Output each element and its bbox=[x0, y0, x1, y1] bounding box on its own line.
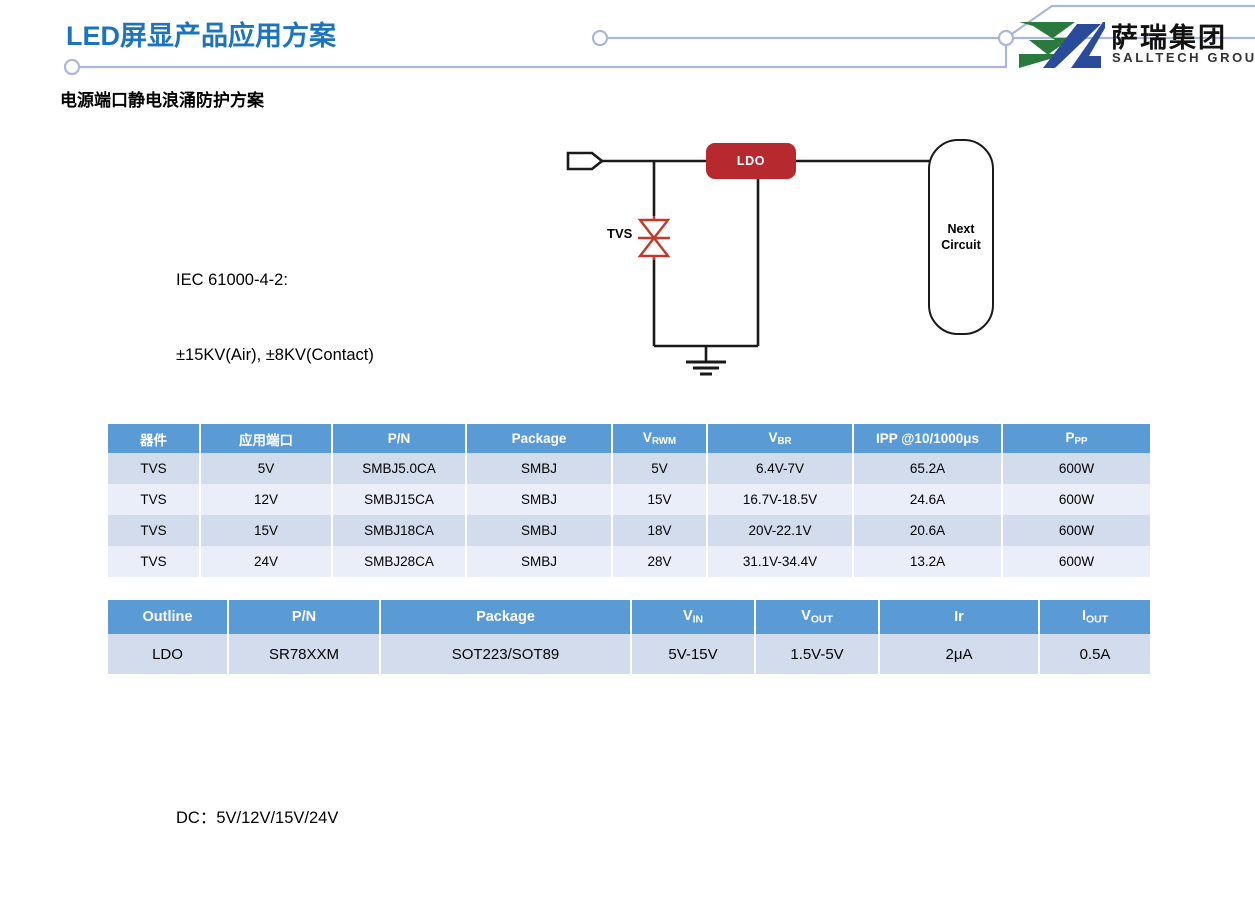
column-header-0: 器件 bbox=[108, 424, 201, 453]
spec-line: IEC 61000-4-2: bbox=[176, 271, 288, 289]
next-circuit-label-line1: Next bbox=[947, 222, 975, 236]
column-header-1: P/N bbox=[228, 600, 381, 634]
logo-name-en: SALLTECH GROUP bbox=[1112, 50, 1255, 65]
column-header-3: VIN bbox=[631, 600, 756, 634]
column-header-2: Package bbox=[380, 600, 632, 634]
table-cell-r2-c5: 20V-22.1V bbox=[707, 515, 854, 546]
page-title: LED屏显产品应用方案 bbox=[66, 21, 336, 51]
company-logo: 萨瑞集团 SALLTECH GROUP bbox=[1013, 18, 1255, 74]
table-cell-r2-c1: 15V bbox=[200, 515, 333, 546]
table-cell-r2-c3: SMBJ bbox=[466, 515, 613, 546]
table-cell-r2-c0: TVS bbox=[108, 515, 201, 546]
table-cell-r0-c1: 5V bbox=[200, 453, 333, 484]
ldo-label: LDO bbox=[736, 154, 766, 168]
circuit-schematic-svg bbox=[566, 151, 930, 376]
column-header-2: P/N bbox=[332, 424, 467, 453]
table-cell-r0-c2: SOT223/SOT89 bbox=[380, 634, 632, 674]
table-cell-r0-c4: 5V bbox=[612, 453, 708, 484]
column-header-6: IPP @10/1000μs bbox=[853, 424, 1003, 453]
table-cell-r0-c5: 6.4V-7V bbox=[707, 453, 854, 484]
table-cell-r1-c5: 16.7V-18.5V bbox=[707, 484, 854, 515]
table-cell-r2-c7: 600W bbox=[1002, 515, 1150, 546]
spec-line: DC：5V/12V/15V/24V bbox=[176, 809, 339, 827]
table-cell-r3-c0: TVS bbox=[108, 546, 201, 577]
table-cell-r3-c3: SMBJ bbox=[466, 546, 613, 577]
next-circuit-label-line2: Circuit bbox=[941, 238, 981, 252]
page-header: LED屏显产品应用方案 电源端口静电浪涌防护方案 萨瑞集团 SALLTECH G… bbox=[0, 0, 1255, 110]
input-connector-icon bbox=[566, 151, 605, 171]
column-header-1: 应用端口 bbox=[200, 424, 333, 453]
table-cell-r3-c7: 600W bbox=[1002, 546, 1150, 577]
table-cell-r1-c7: 600W bbox=[1002, 484, 1150, 515]
table-cell-r3-c2: SMBJ28CA bbox=[332, 546, 467, 577]
table-cell-r1-c6: 24.6A bbox=[853, 484, 1003, 515]
table-cell-r2-c4: 18V bbox=[612, 515, 708, 546]
column-header-4: VOUT bbox=[755, 600, 880, 634]
column-header-4: VRWM bbox=[612, 424, 708, 453]
spec-line: ±15KV(Air), ±8KV(Contact) bbox=[176, 346, 374, 364]
table-cell-r1-c0: TVS bbox=[108, 484, 201, 515]
column-header-3: Package bbox=[466, 424, 613, 453]
table-cell-r1-c1: 12V bbox=[200, 484, 333, 515]
table-cell-r0-c0: TVS bbox=[108, 453, 201, 484]
table-cell-r0-c2: SMBJ5.0CA bbox=[332, 453, 467, 484]
table-cell-r0-c0: LDO bbox=[108, 634, 229, 674]
column-header-0: Outline bbox=[108, 600, 229, 634]
table-cell-r0-c3: SMBJ bbox=[466, 453, 613, 484]
table-cell-r0-c6: 65.2A bbox=[853, 453, 1003, 484]
table-cell-r0-c6: 0.5A bbox=[1039, 634, 1150, 674]
table-cell-r0-c1: SR78XXM bbox=[228, 634, 381, 674]
column-header-6: IOUT bbox=[1039, 600, 1150, 634]
column-header-5: Ir bbox=[879, 600, 1040, 634]
table-cell-r2-c6: 20.6A bbox=[853, 515, 1003, 546]
spec-block-dc: DC：5V/12V/15V/24V bbox=[176, 756, 388, 881]
table-cell-r0-c4: 1.5V-5V bbox=[755, 634, 880, 674]
table-cell-r1-c3: SMBJ bbox=[466, 484, 613, 515]
table-cell-r3-c1: 24V bbox=[200, 546, 333, 577]
table-cell-r0-c7: 600W bbox=[1002, 453, 1150, 484]
table-cell-r1-c4: 15V bbox=[612, 484, 708, 515]
spec-block-esd: IEC 61000-4-2: ±15KV(Air), ±8KV(Contact) bbox=[176, 218, 388, 418]
table-cell-r2-c2: SMBJ18CA bbox=[332, 515, 467, 546]
column-header-7: PPP bbox=[1002, 424, 1150, 453]
ldo-block: LDO bbox=[706, 143, 796, 179]
table-cell-r3-c4: 28V bbox=[612, 546, 708, 577]
table-cell-r3-c6: 13.2A bbox=[853, 546, 1003, 577]
table-cell-r3-c5: 31.1V-34.4V bbox=[707, 546, 854, 577]
table-cell-r0-c5: 2μA bbox=[879, 634, 1040, 674]
table-cell-r0-c3: 5V-15V bbox=[631, 634, 756, 674]
column-header-5: VBR bbox=[707, 424, 854, 453]
table-cell-r1-c2: SMBJ15CA bbox=[332, 484, 467, 515]
logo-mark-icon bbox=[1019, 22, 1105, 68]
tvs-label: TVS bbox=[607, 226, 633, 241]
logo-name-cn: 萨瑞集团 bbox=[1111, 23, 1227, 53]
tvs-diode-icon bbox=[637, 216, 671, 260]
page-subtitle: 电源端口静电浪涌防护方案 bbox=[60, 91, 264, 110]
